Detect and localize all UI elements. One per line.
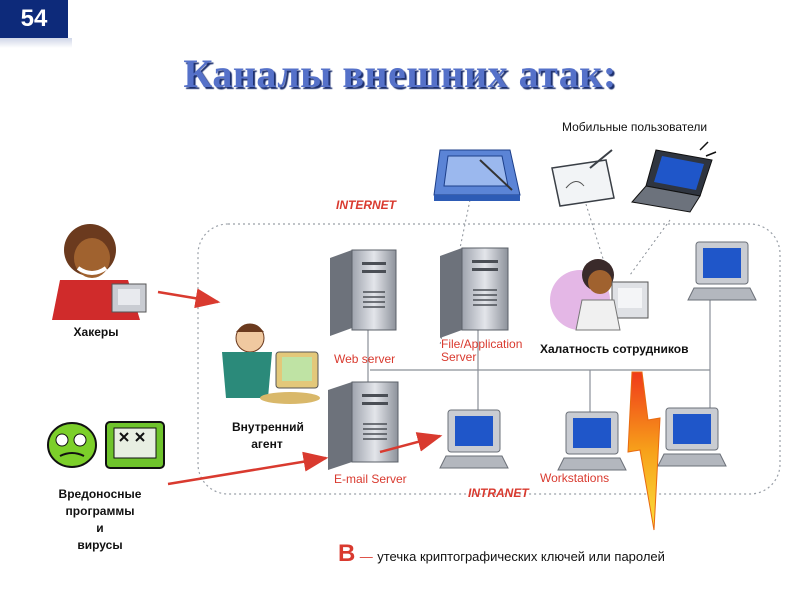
malware-icon xyxy=(47,421,165,469)
workstation-icon xyxy=(657,407,727,467)
hacker-arrow xyxy=(157,288,221,309)
slide-number-shadow xyxy=(0,38,72,48)
workstation-icon xyxy=(687,241,757,301)
workstation-icon xyxy=(439,409,509,469)
laptop-icon xyxy=(631,141,717,213)
file-server-label-line2: Server xyxy=(441,350,477,364)
web-server-label: Web server xyxy=(334,352,396,366)
malware-label-line2: программы xyxy=(65,504,135,518)
web-server-icon xyxy=(330,249,397,336)
mobile-links xyxy=(439,184,671,346)
email-server-label: E-mail Server xyxy=(334,472,407,486)
intranet-label: INTRANET xyxy=(468,486,529,500)
inner-agent-icon xyxy=(222,323,320,404)
tablet-icon xyxy=(551,149,615,207)
footer-letter: В xyxy=(338,540,356,567)
hackers-label: Хакеры xyxy=(73,325,119,339)
hacker-icon xyxy=(52,224,147,320)
employee-icon xyxy=(550,259,649,331)
file-server-icon xyxy=(440,247,509,338)
file-server-label: File/Application Server xyxy=(441,338,522,364)
malware-label-line4: вирусы xyxy=(77,538,123,552)
inner-agent-label-line1: Внутренний xyxy=(232,420,304,434)
agent-arrow xyxy=(379,432,443,454)
email-server-icon xyxy=(328,381,399,470)
footer-text: утечка криптографических ключей или паро… xyxy=(377,549,665,564)
pda-icon xyxy=(433,149,521,201)
network-boundary xyxy=(197,223,781,495)
workstation-icon xyxy=(557,411,627,471)
internet-label: INTERNET xyxy=(336,198,396,212)
malware-arrow xyxy=(167,451,329,486)
malware-label-line1: Вредоносные xyxy=(58,487,142,501)
workstations-label: Workstations xyxy=(540,471,610,485)
slide-number: 54 xyxy=(0,0,68,38)
inner-agent-label: Внутренний агент xyxy=(232,419,304,453)
footer-note: В — утечка криптографических ключей или … xyxy=(338,540,665,568)
malware-label-line3: и xyxy=(96,521,104,535)
lightning-icon xyxy=(627,371,661,531)
negligence-label: Халатность сотрудников xyxy=(540,342,689,356)
malware-label: Вредоносные программы и вирусы xyxy=(40,486,160,554)
mobile-users-label: Мобильные пользователи xyxy=(562,120,708,134)
footer-dash: — xyxy=(359,549,373,564)
inner-agent-label-line2: агент xyxy=(251,437,283,451)
file-server-label-line1: File/Application xyxy=(441,337,523,351)
page-title: Каналы внешних атак: xyxy=(183,51,617,96)
